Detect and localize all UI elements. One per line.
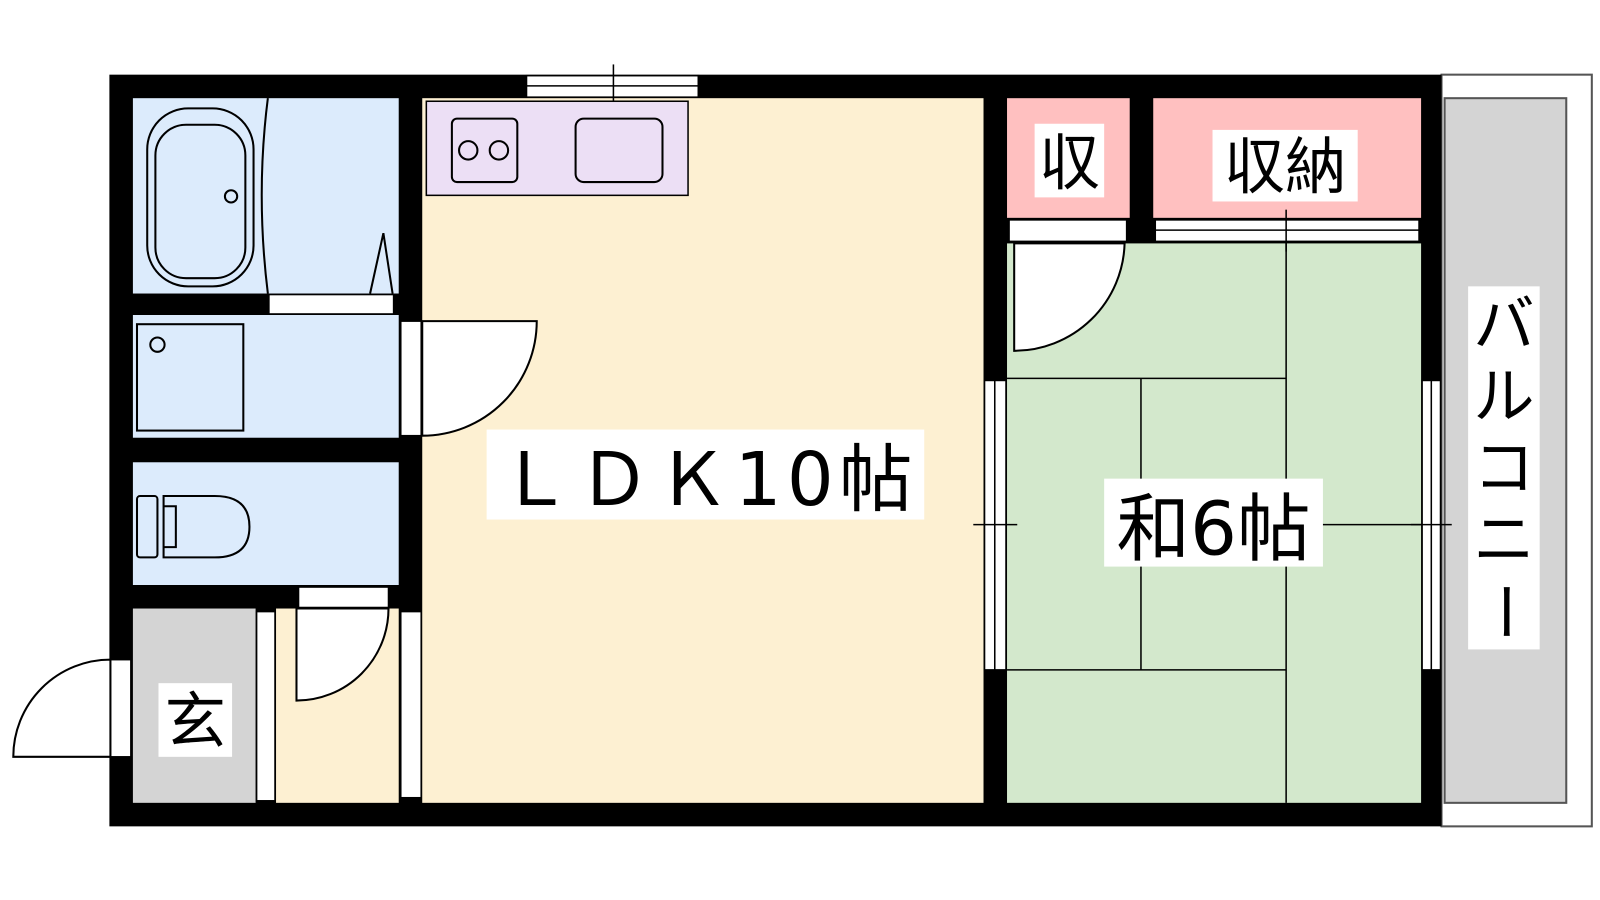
balcony-char: ニ (1473, 504, 1534, 575)
balcony (1440, 73, 1593, 828)
toilet (132, 462, 399, 585)
washroom (132, 315, 399, 438)
kitchen-counter (425, 100, 689, 197)
entrance-door (12, 658, 112, 758)
washing-machine-icon (135, 323, 245, 432)
toilet-icon (135, 495, 251, 559)
balcony-char: ル (1473, 361, 1534, 432)
hall-door (295, 607, 390, 702)
bathroom (132, 98, 399, 294)
sink-icon (574, 117, 664, 184)
closet-large-label: 収納 (1224, 132, 1347, 203)
ldk-door (421, 320, 538, 437)
balcony-label: バ ル コ ニ ー (1468, 290, 1539, 643)
balcony-char: ー (1468, 581, 1539, 642)
washitsu-label: 和6帖 (1117, 487, 1311, 572)
closet-small-label: 収 (1039, 128, 1100, 199)
doors (12, 242, 1126, 758)
stove-icon (450, 117, 519, 184)
closet-door (1013, 242, 1126, 352)
entrance-label: 玄 (165, 686, 226, 757)
balcony-char: バ (1473, 290, 1534, 361)
balcony-char: コ (1473, 433, 1534, 504)
ldk-label: ＬＤＫ10帖 (498, 438, 912, 523)
bathtub-icon (146, 98, 394, 294)
